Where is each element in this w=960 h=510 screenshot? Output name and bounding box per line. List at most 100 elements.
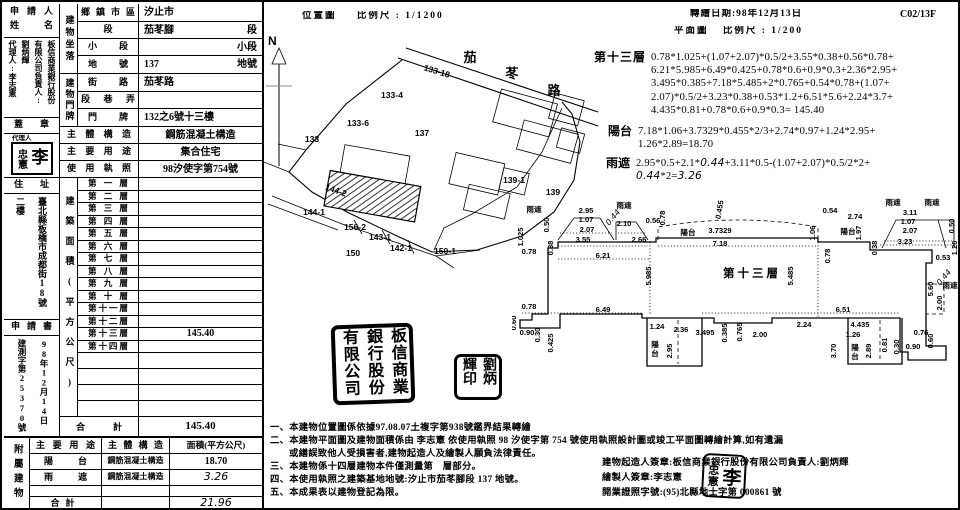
dimension-label: 雨遮 bbox=[885, 198, 901, 207]
applicant-label-line2: 姓名 bbox=[10, 19, 53, 30]
floor-row-value bbox=[139, 291, 262, 303]
plan-balconies-bottom bbox=[646, 318, 903, 367]
redraw-date: 轉繪日期:98年12月13日 bbox=[690, 9, 803, 19]
plan-canopy-left bbox=[557, 217, 649, 241]
situs-row-label: 段 bbox=[78, 22, 139, 39]
parcel-number: 143-1 bbox=[369, 232, 391, 242]
canopy-calc-label: 雨遮 bbox=[606, 157, 631, 170]
applicant-address: 臺北縣板橋市成都街18號 二樓 bbox=[4, 194, 60, 320]
plan-balcony-dashes bbox=[677, 320, 881, 364]
floor-row-value bbox=[139, 191, 262, 203]
annex-row-use bbox=[30, 486, 102, 497]
situs-suffix: 小段 bbox=[237, 41, 257, 53]
dimension-label: 2.07 bbox=[903, 226, 918, 235]
dimension-label: 1.20 bbox=[950, 241, 959, 256]
handwritten-value: 3.26 bbox=[677, 170, 702, 183]
floor-row-label: 第十四層 bbox=[78, 340, 139, 353]
calc-line: 0.44*2=3.26 bbox=[636, 170, 702, 183]
situs-suffix: 地號 bbox=[237, 59, 257, 70]
dimension-label: 0.38 bbox=[546, 241, 555, 256]
canopy-calc-lines: 2.95*0.5+2.1*0.44+3.11*0.5-(1.07+2.07)*0… bbox=[636, 157, 870, 183]
floor-row-value bbox=[139, 385, 262, 401]
dimension-label: 1.07 bbox=[579, 215, 594, 224]
plan-canopy-side bbox=[926, 283, 945, 315]
dimension-label: 1.025 bbox=[516, 227, 525, 247]
floor-row-label: 第五層 bbox=[78, 228, 139, 241]
door-row-value: 132之6號十三樓 bbox=[139, 109, 262, 127]
dimension-label: 2.10 bbox=[617, 219, 632, 228]
situs-row-label: 小段 bbox=[78, 39, 139, 56]
plan-scale-text: 比例尺 : 1/200 bbox=[722, 26, 803, 36]
floor-row-label: 第六層 bbox=[78, 240, 139, 253]
calc-line: 1.26*2.89=18.70 bbox=[638, 139, 714, 151]
door-row-value bbox=[139, 92, 262, 109]
application-number: 98年12月14日 建測字第25370號 bbox=[4, 336, 60, 438]
use-permit-value: 98汐使字第754號 bbox=[139, 161, 262, 178]
floor-row-label bbox=[78, 401, 139, 417]
dimension-label: 陽台 bbox=[651, 339, 659, 358]
parcel-lines bbox=[264, 143, 481, 269]
situs-row-value: 小段 bbox=[139, 39, 262, 56]
sheet-code: C02/13F bbox=[900, 9, 937, 20]
license-number-line: 開業證照字號:(95)北縣地士字第 000861 號 bbox=[602, 488, 782, 498]
plan-outline bbox=[519, 237, 947, 361]
road-name-char: 茄 bbox=[462, 50, 476, 65]
dimension-label: 雨遮 bbox=[942, 280, 958, 290]
dimension-label: 1.26 bbox=[846, 330, 861, 339]
dimension-label: 0.60 bbox=[926, 334, 935, 349]
dimension-label: 2.66 bbox=[632, 235, 647, 244]
dimension-label: 1.07 bbox=[901, 217, 916, 226]
annex-total-label: 合計 bbox=[30, 497, 102, 508]
main-use-value: 集合住宅 bbox=[139, 144, 262, 161]
dimension-label: 2.00 bbox=[753, 330, 768, 339]
dimension-label: 0.60 bbox=[512, 316, 518, 331]
applicant-label-line1: 申請人 bbox=[10, 6, 53, 16]
floor13-calculation: 第十三層 0.78*1.025+(1.07+2.07)*0.5/2+3.55*0… bbox=[594, 51, 897, 117]
agent-seal: 李 忠憲 bbox=[11, 142, 53, 175]
floor-row-value bbox=[139, 401, 262, 417]
floor-row-label: 第一層 bbox=[78, 178, 139, 191]
plan-dimension-lines bbox=[522, 232, 952, 318]
company-seal: 板信商業銀行股份有限公司 bbox=[330, 322, 416, 406]
dimension-label: 0.53 bbox=[936, 253, 951, 262]
calc-line: 7.18*1.06+3.7329*0.455*2/3+2.74*0.97+1.2… bbox=[638, 126, 876, 137]
dimension-label: 4.435 bbox=[850, 320, 870, 329]
road-name-char: 苳 bbox=[504, 66, 519, 81]
dimension-label: 1.06 bbox=[808, 226, 817, 241]
dimension-label: 3.7329 bbox=[708, 226, 731, 235]
dimension-label: 0.90 bbox=[906, 342, 921, 351]
handwritten-value: 0.44 bbox=[700, 157, 725, 169]
parcel-number: 133-18 bbox=[423, 62, 452, 79]
dimension-label: 2.95 bbox=[665, 343, 674, 359]
dimension-label: 0.30 bbox=[533, 328, 542, 343]
dimension-label: 雨遮 bbox=[924, 198, 940, 207]
drafter-signature-line: 繪製人簽章:李志憲 bbox=[602, 473, 683, 483]
location-map-title: 位置圖 比例尺 : 1/1200 bbox=[302, 11, 444, 21]
agent-seal-cell: 代理人 李 忠憲 bbox=[4, 134, 60, 178]
calc-line: 4.435*0.81+0.78*0.6+0.9*0.3= 145.40 bbox=[651, 104, 825, 116]
dimension-label: 0.90 bbox=[520, 328, 535, 337]
situs-value: 137 bbox=[144, 59, 159, 70]
plan-title: 平面圖 比例尺 : 1/200 bbox=[674, 26, 803, 36]
dimension-label: 0.385 bbox=[720, 323, 729, 343]
dimension-label: 0.38 bbox=[870, 241, 879, 256]
floor-row-value bbox=[139, 341, 262, 353]
floor-row-value bbox=[139, 241, 262, 253]
door-row-value: 茄苳路 bbox=[139, 74, 262, 92]
dimension-label: 3.11 bbox=[903, 208, 918, 217]
annex-row-structure: 鋼筋混凝土構造 bbox=[102, 470, 170, 486]
floor-row-label: 第七層 bbox=[78, 253, 139, 266]
dimension-label: 陽台 bbox=[840, 226, 856, 236]
annex-row-use: 陽台 bbox=[30, 454, 102, 470]
floor-area-group-label: 建築面積(平方公尺) bbox=[60, 178, 78, 417]
dimension-label: 6.51 bbox=[836, 305, 852, 314]
floor-row-value bbox=[139, 353, 262, 369]
parcel-number: 137 bbox=[415, 128, 430, 138]
calc-line: 2.95*0.5+2.1*0.44+3.11*0.5-(1.07+2.07)*0… bbox=[636, 157, 871, 169]
road-lines bbox=[397, 47, 599, 127]
road-name-char: 路 bbox=[547, 83, 561, 98]
dimension-label: 1.97 bbox=[854, 226, 863, 241]
door-group-label: 建物門牌 bbox=[60, 74, 78, 127]
dimension-label: 2.00 bbox=[935, 296, 944, 311]
plan-canopy-right bbox=[881, 219, 955, 249]
